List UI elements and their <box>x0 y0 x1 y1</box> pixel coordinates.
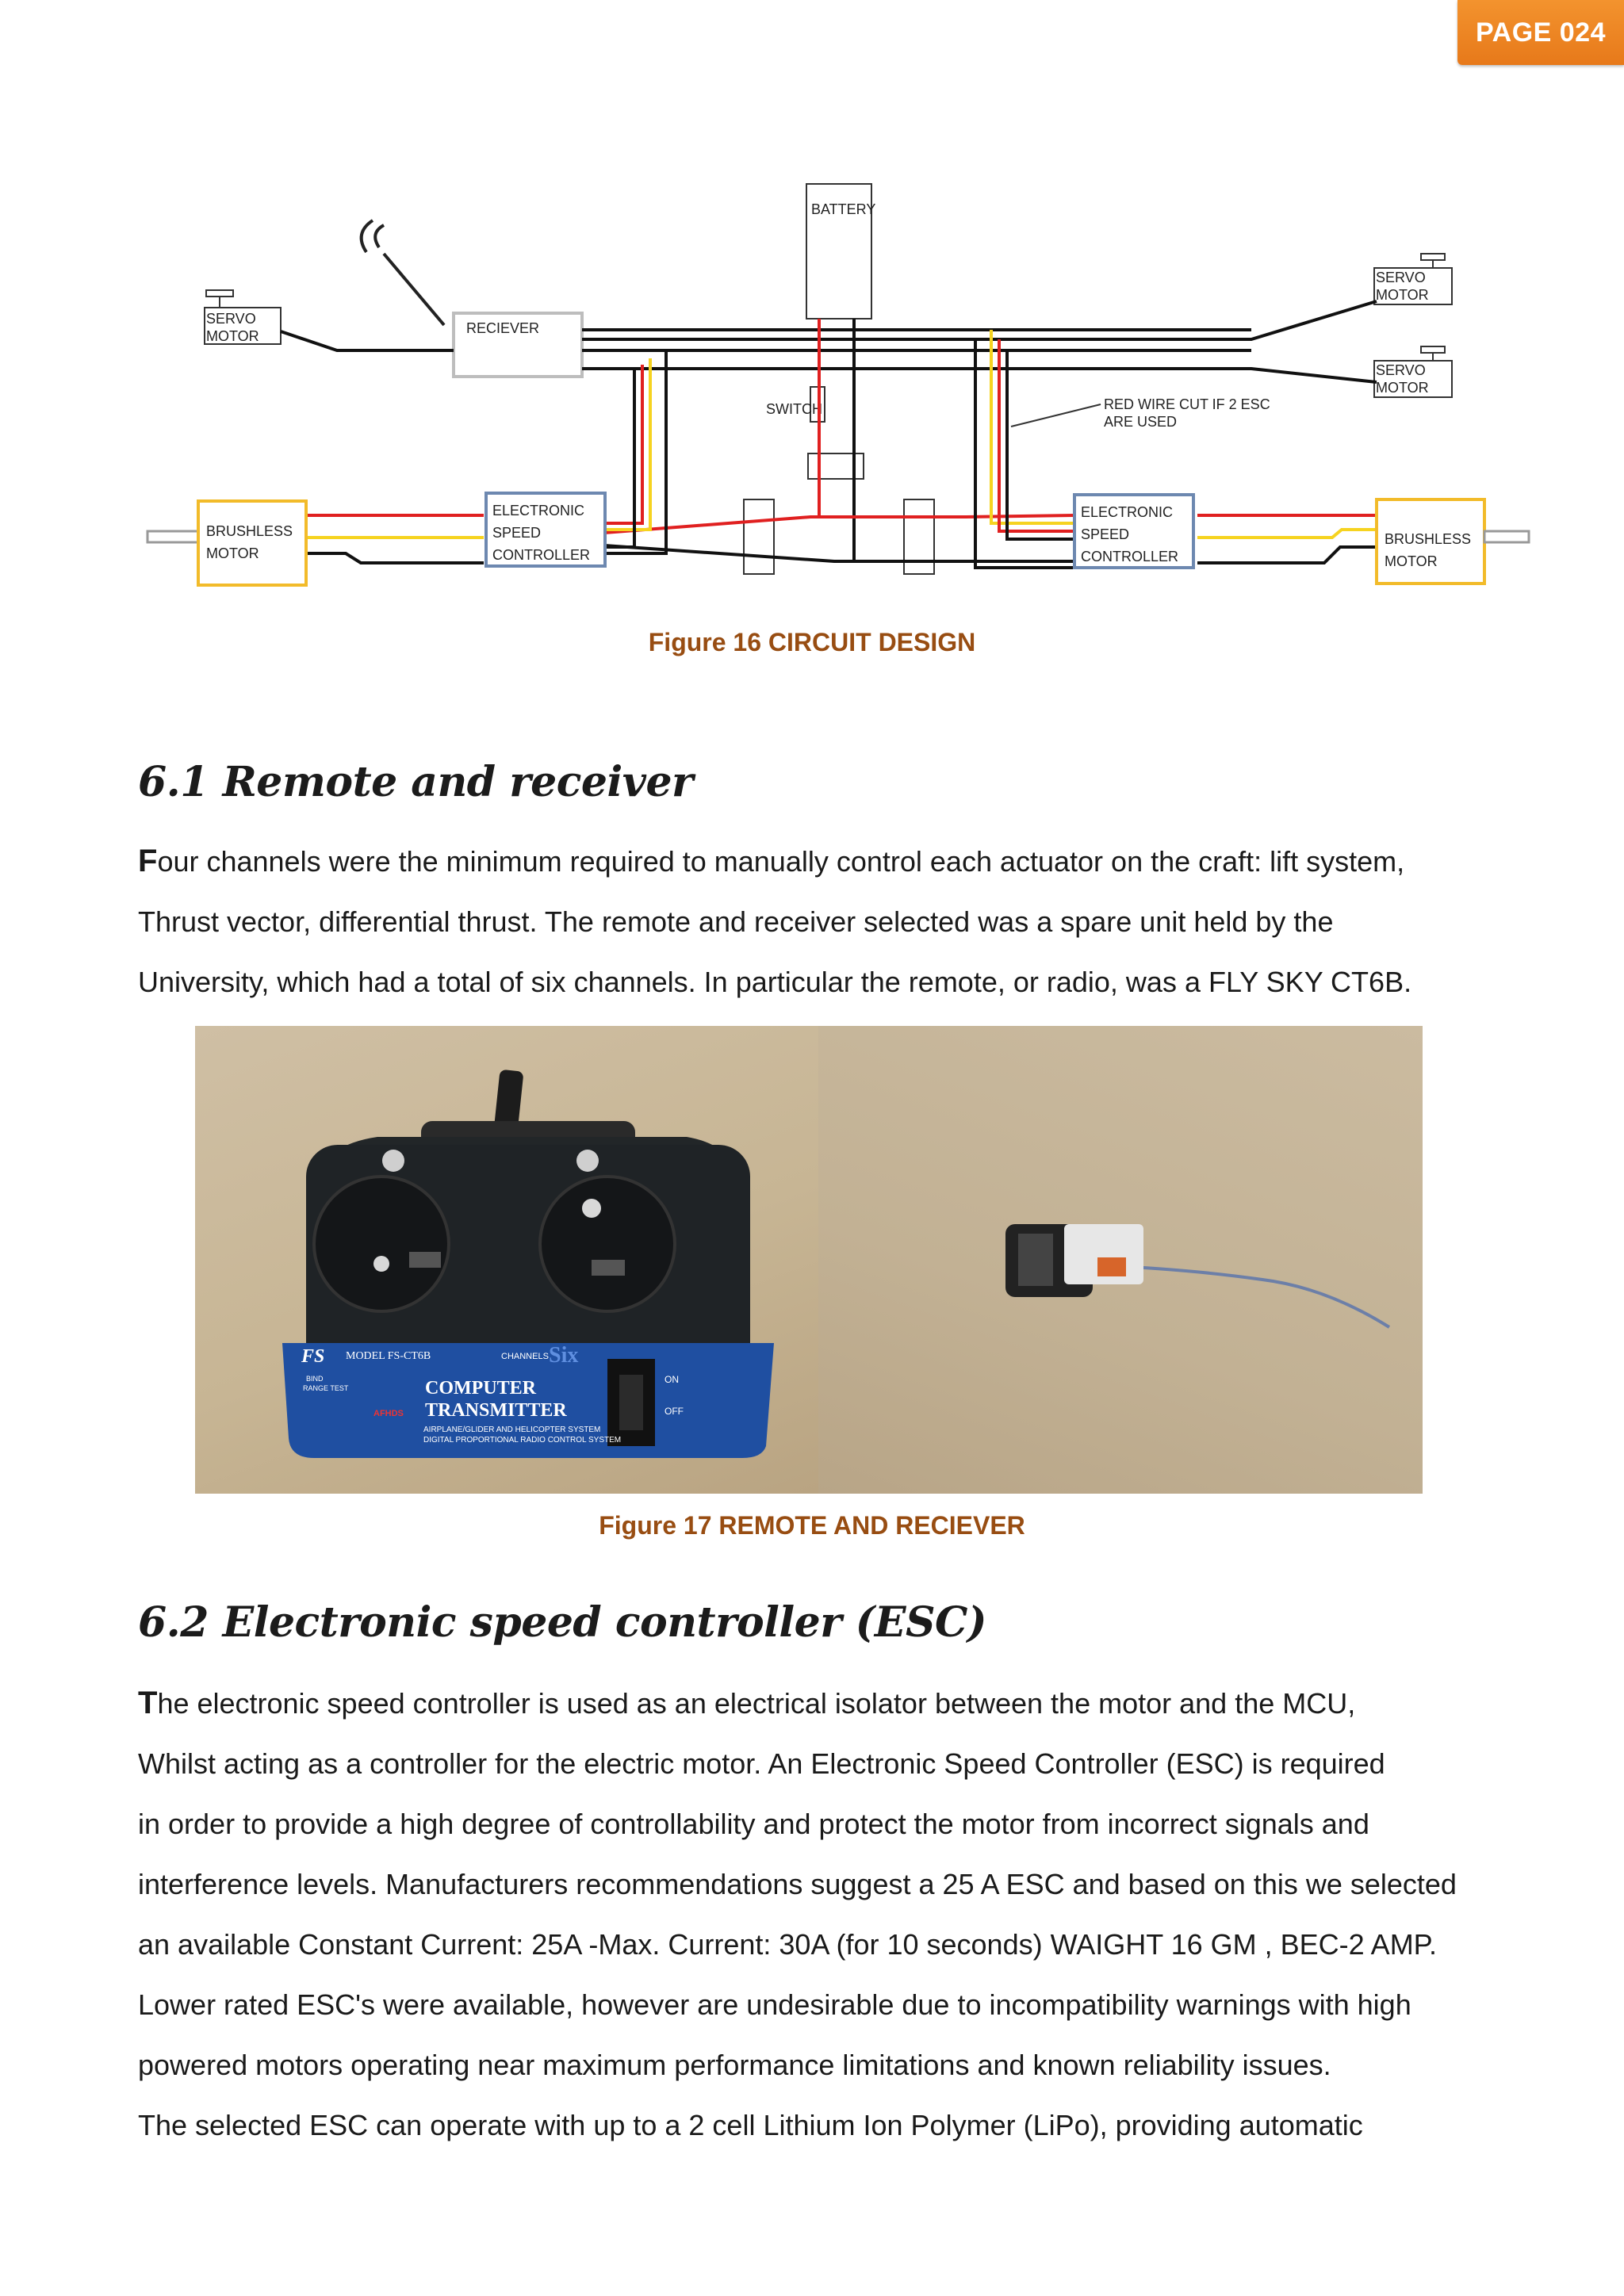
receiver-label: RECIEVER <box>466 320 539 336</box>
text-line: interference levels. Manufacturers recom… <box>138 1868 1457 1900</box>
esc-right-label-1: ELECTRONIC <box>1081 504 1173 520</box>
text-line: our channels were the minimum required t… <box>157 845 1405 878</box>
receiver-photo <box>818 1026 1423 1494</box>
dropcap: T <box>138 1686 158 1720</box>
transmitter-range: RANGE TEST <box>303 1384 349 1392</box>
transmitter-sub-2: DIGITAL PROPORTIONAL RADIO CONTROL SYSTE… <box>423 1436 621 1445</box>
text-line: Whilst acting as a controller for the el… <box>138 1747 1385 1780</box>
bl-left-label-2: MOTOR <box>206 545 259 561</box>
motor-shaft-left <box>146 530 200 544</box>
transmitter-six: Six <box>549 1343 578 1368</box>
switch-label: SWITCH <box>766 401 822 417</box>
remote-receiver-photo: MODEL FS-CT6B CHANNELS Six COMPUTER TRAN… <box>195 1026 1423 1494</box>
antenna-icon <box>359 219 446 327</box>
bl-left-label-1: BRUSHLESS <box>206 523 293 539</box>
servo-right-top-label-1: SERVO <box>1376 270 1426 285</box>
note-label-2: ARE USED <box>1104 414 1177 430</box>
bl-right-label-2: MOTOR <box>1385 553 1438 569</box>
esc-left-label-2: SPEED <box>492 525 541 541</box>
battery-box <box>806 183 872 320</box>
section-heading-esc: 6.2 Electronic speed controller (ESC) <box>138 1598 987 1647</box>
text-line: in order to provide a high degree of con… <box>138 1808 1369 1840</box>
esc-left-label-3: CONTROLLER <box>492 547 590 563</box>
transmitter-fs: FS <box>301 1346 324 1367</box>
esc-right-box <box>1073 493 1195 569</box>
brushless-motor-left-box <box>197 499 308 587</box>
servo-left-label-2: MOTOR <box>206 328 259 344</box>
transmitter-channels: CHANNELS <box>501 1352 549 1361</box>
dropcap: F <box>138 844 158 878</box>
text-line: powered motors operating near maximum pe… <box>138 2049 1331 2081</box>
transmitter-title-2: TRANSMITTER <box>425 1400 567 1421</box>
text-line: an available Constant Current: 25A -Max.… <box>138 1928 1438 1961</box>
circuit-diagram: BATTERY RECIEVER SERVO MOTOR SERVO MOTOR… <box>146 183 1530 587</box>
bl-right-label-1: BRUSHLESS <box>1385 531 1471 547</box>
servo-right-bottom-label-1: SERVO <box>1376 362 1426 378</box>
transmitter-bind: BIND <box>306 1375 324 1383</box>
text-line: University, which had a total of six cha… <box>138 966 1412 998</box>
component-box-left <box>743 499 775 575</box>
transmitter-title-1: COMPUTER <box>425 1378 537 1399</box>
page-number-badge: PAGE 024 <box>1457 0 1624 65</box>
note-label-1: RED WIRE CUT IF 2 ESC <box>1104 396 1270 412</box>
receiver-box <box>452 312 584 378</box>
figure-16-caption: Figure 16 CIRCUIT DESIGN <box>648 628 976 656</box>
text-line: Thrust vector, differential thrust. The … <box>138 905 1334 938</box>
text-line: Lower rated ESC's were available, howeve… <box>138 1988 1411 2021</box>
text-line: he electronic speed controller is used a… <box>157 1687 1356 1720</box>
transmitter-on: ON <box>665 1374 679 1385</box>
servo-right-top-label-2: MOTOR <box>1376 287 1429 303</box>
esc-left-box <box>485 492 607 568</box>
transmitter-illustration: MODEL FS-CT6B CHANNELS Six COMPUTER TRAN… <box>282 1070 774 1458</box>
receiver-illustration <box>1005 1224 1391 1329</box>
esc-right-label-2: SPEED <box>1081 526 1129 542</box>
servo-right-bottom-label-2: MOTOR <box>1376 380 1429 396</box>
section-2-paragraph: The electronic speed controller is used … <box>138 1673 1518 2156</box>
esc-right-label-3: CONTROLLER <box>1081 549 1178 564</box>
servo-left-label-1: SERVO <box>206 311 256 327</box>
transmitter-photo: MODEL FS-CT6B CHANNELS Six COMPUTER TRAN… <box>195 1026 818 1494</box>
esc-left-label-1: ELECTRONIC <box>492 503 584 519</box>
servo-motor-right-bottom: SERVO MOTOR <box>1373 346 1453 398</box>
section-1-paragraph: Four channels were the minimum required … <box>138 831 1518 1012</box>
signal-wires <box>280 300 1377 384</box>
servo-motor-right-top: SERVO MOTOR <box>1373 253 1453 305</box>
section-heading-remote-receiver: 6.1 Remote and receiver <box>138 758 693 806</box>
text-line: The selected ESC can operate with up to … <box>138 2109 1363 2141</box>
transmitter-afhds: AFHDS <box>373 1409 404 1418</box>
figure-17-caption: Figure 17 REMOTE AND RECIEVER <box>599 1511 1025 1540</box>
battery-label: BATTERY <box>811 201 875 217</box>
servo-motor-left: SERVO MOTOR <box>204 289 282 345</box>
transmitter-sub-1: AIRPLANE/GLIDER AND HELICOPTER SYSTEM <box>423 1425 600 1434</box>
transmitter-model: MODEL FS-CT6B <box>346 1350 431 1362</box>
transmitter-off: OFF <box>665 1406 684 1417</box>
motor-shaft-right <box>1483 530 1530 544</box>
